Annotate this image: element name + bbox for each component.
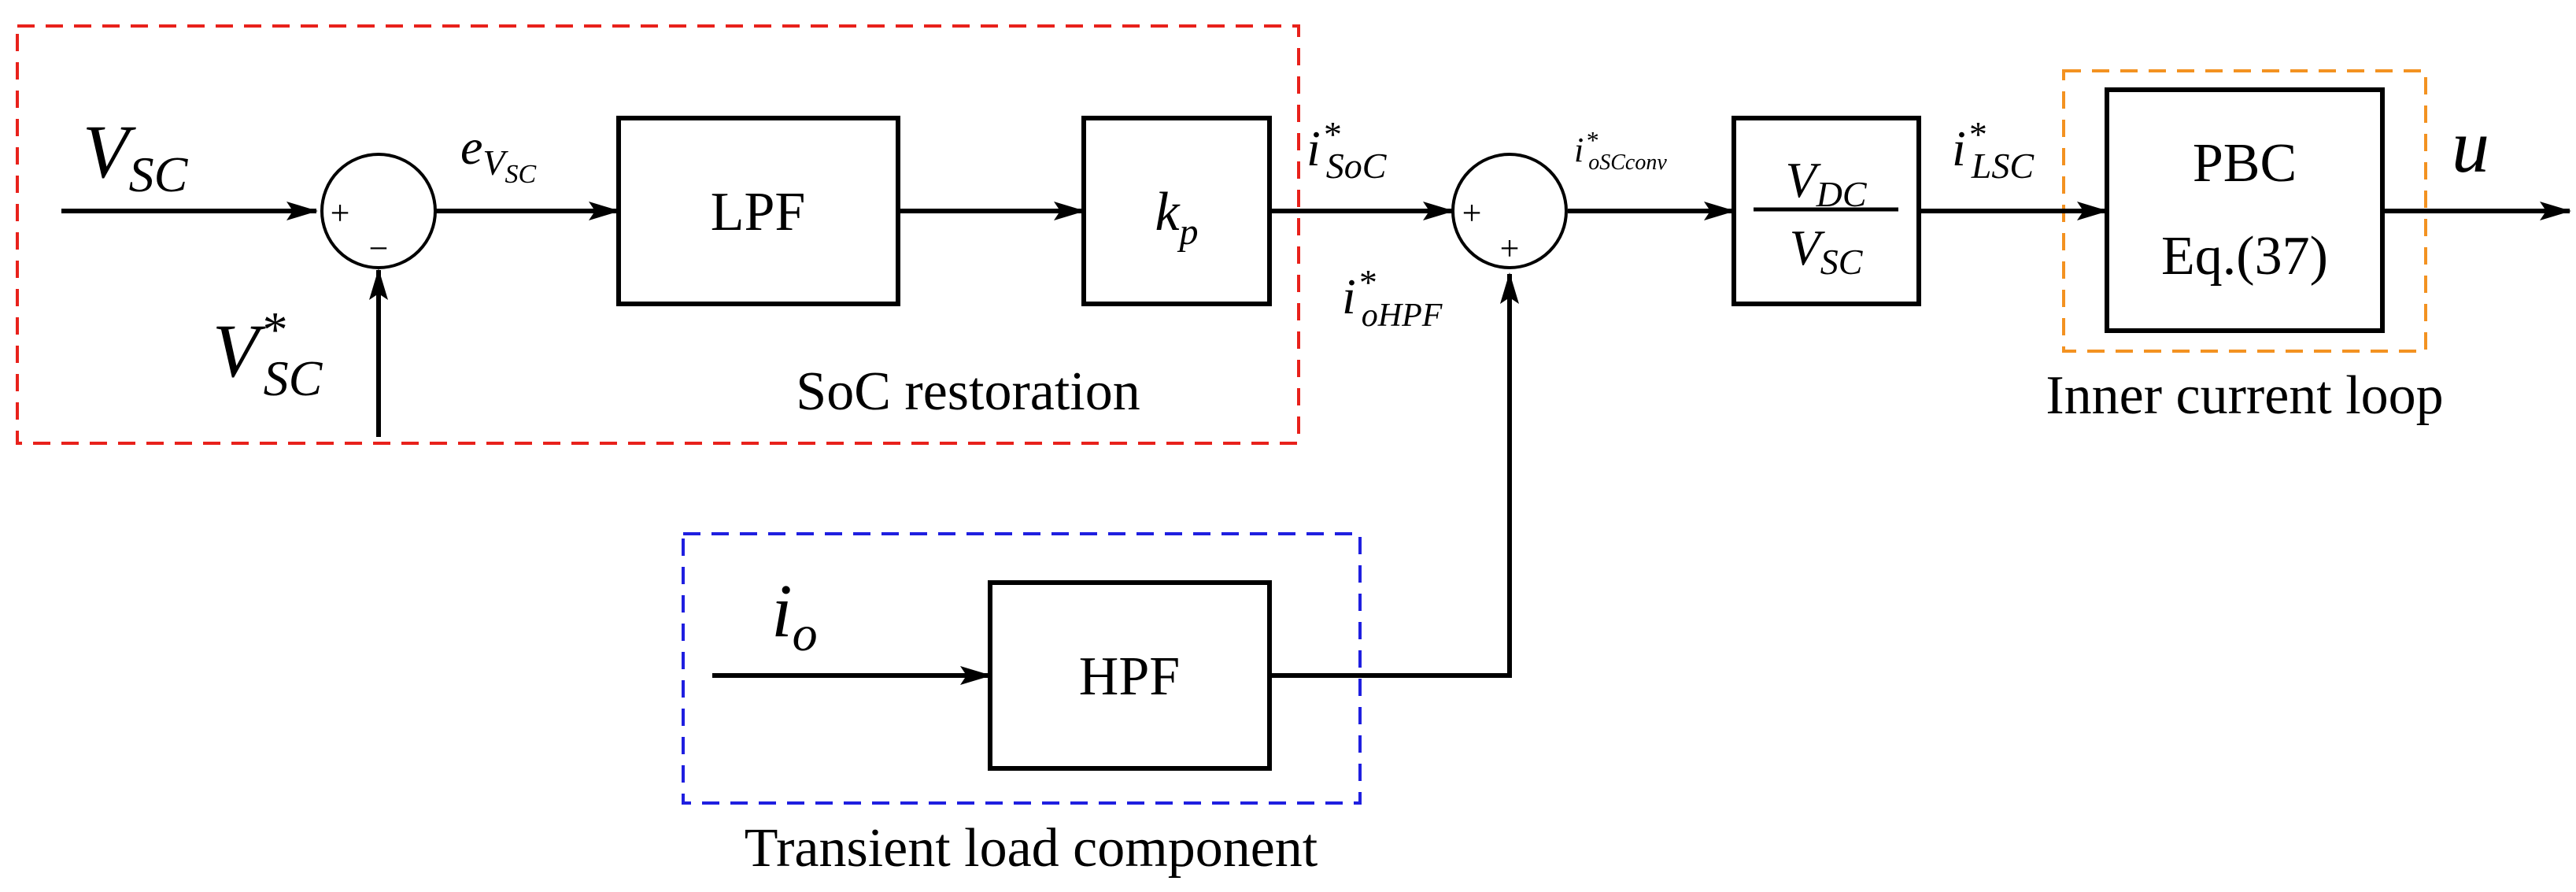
kp-sub: p xyxy=(1177,211,1199,253)
i-lsc-base: i xyxy=(1952,120,1966,176)
vsc-sub: SC xyxy=(129,146,189,202)
soc-restoration-region xyxy=(16,24,1300,445)
hpf-label: HPF xyxy=(1079,646,1180,707)
i-lsc-sub: LSC xyxy=(1971,146,2035,186)
pbc-label-line1: PBC xyxy=(2193,133,2297,194)
i-lsc-sup: * xyxy=(1968,114,1986,154)
error-sub: V xyxy=(482,142,508,183)
vsc-ref-sub: SC xyxy=(264,350,323,406)
vsc-ref-sup: * xyxy=(261,302,286,357)
u-output-label: u xyxy=(2452,104,2489,188)
sum2-plus-left-sign: + xyxy=(1462,194,1482,232)
transient-load-label: Transient load component xyxy=(745,818,1318,879)
i-osc-conv-sub: oSCconv xyxy=(1588,150,1667,175)
vsc-base: V xyxy=(83,109,136,194)
sum2-plus-bottom-sign: + xyxy=(1500,229,1520,268)
i-soc-sup: * xyxy=(1322,114,1340,154)
ratio-den-sub: SC xyxy=(1820,242,1864,282)
kp-label: kp xyxy=(1155,182,1198,253)
ratio-num-base: V xyxy=(1786,152,1822,208)
i-soc-sub: SoC xyxy=(1326,146,1388,186)
sum1-plus-sign: + xyxy=(331,194,350,232)
ratio-den-base: V xyxy=(1790,220,1826,276)
i-ohpf-label: i*oHPF xyxy=(1342,262,1443,334)
pbc-block xyxy=(2105,87,2385,333)
sum1-minus-sign: − xyxy=(369,229,389,268)
i-osc-conv-sup: * xyxy=(1585,126,1598,154)
ratio-denominator: VSC xyxy=(1790,220,1864,282)
summing-junction-1: + − xyxy=(320,153,437,269)
i-osc-conv-label: i*oSCconv xyxy=(1574,126,1667,175)
summing-junction-2: + + xyxy=(1451,153,1568,269)
pbc-label-line2: Eq.(37) xyxy=(2161,226,2328,287)
transient-load-region xyxy=(682,532,1362,805)
io-label: io xyxy=(771,568,818,661)
i-lsc-label: i*LSC xyxy=(1952,114,2035,186)
error-base: e xyxy=(460,119,482,175)
i-ohpf-sub: oHPF xyxy=(1362,298,1443,334)
io-sub: o xyxy=(793,605,818,661)
hpf-output-wire xyxy=(1270,272,1519,678)
vsc-label: VSC xyxy=(83,109,189,202)
i-ohpf-base: i xyxy=(1342,268,1356,324)
io-base: i xyxy=(771,568,793,653)
soc-restoration-label: SoC restoration xyxy=(796,361,1140,422)
error-label: eVSC xyxy=(460,119,537,189)
hpf-block xyxy=(988,580,1272,771)
i-soc-label: i*SoC xyxy=(1306,114,1388,186)
kp-base: k xyxy=(1155,182,1181,242)
i-soc-base: i xyxy=(1306,120,1321,176)
lpf-label: LPF xyxy=(711,182,806,242)
vsc-ref-label: V*SC xyxy=(213,302,323,406)
error-subsub: SC xyxy=(505,160,537,189)
i-osc-conv-base: i xyxy=(1574,131,1584,169)
lpf-block xyxy=(616,116,900,306)
kp-block xyxy=(1081,116,1272,306)
vsc-ref-base: V xyxy=(213,309,266,393)
i-ohpf-sup: * xyxy=(1358,262,1376,302)
inner-current-loop-label: Inner current loop xyxy=(2046,365,2443,426)
